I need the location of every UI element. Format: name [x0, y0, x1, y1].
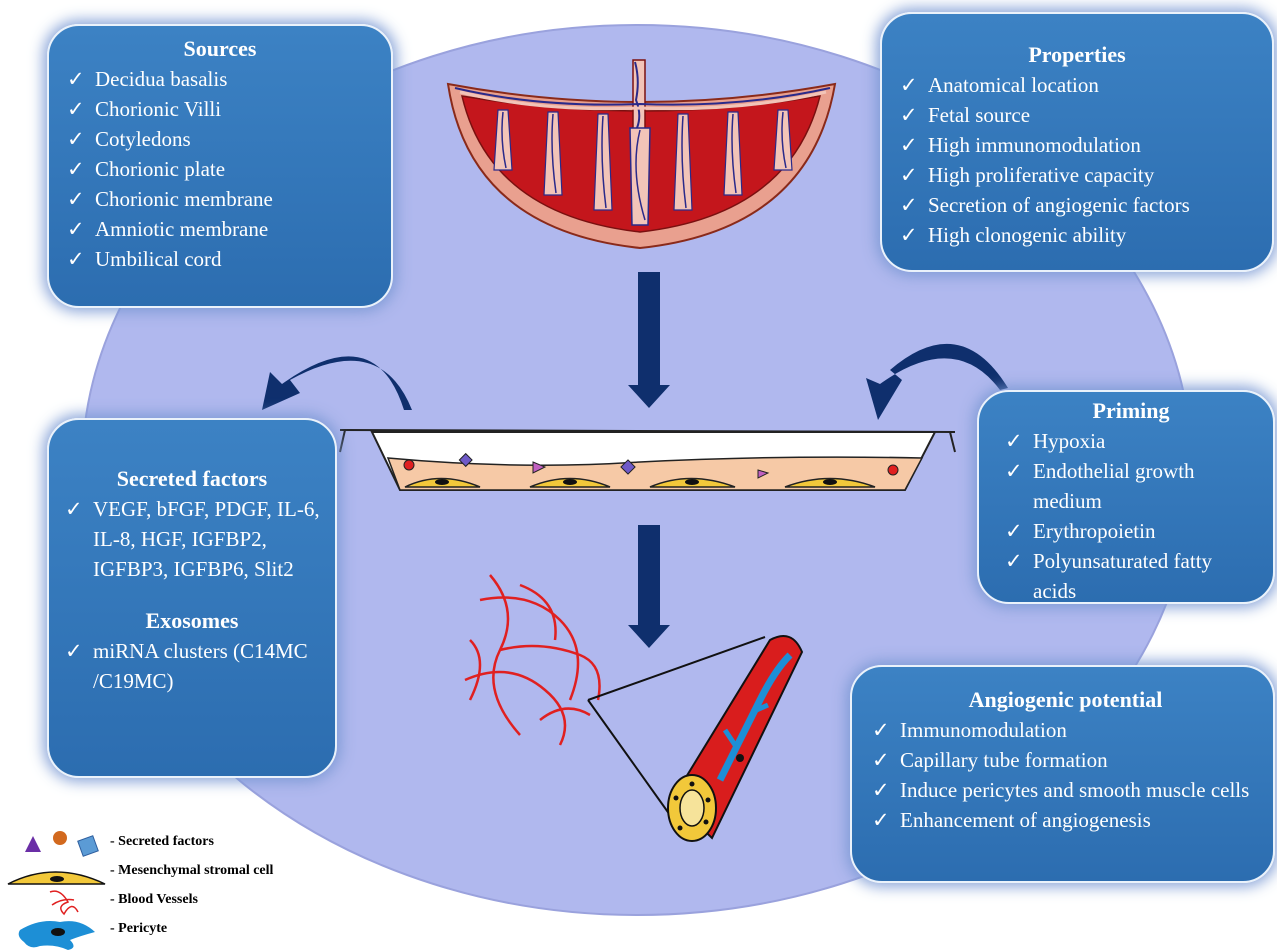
angiogenic-potential-box: Angiogenic potential ✓Immunomodulation ✓…: [850, 665, 1275, 883]
check-icon: ✓: [872, 715, 890, 745]
properties-list: ✓Anatomical location ✓Fetal source ✓High…: [898, 70, 1256, 250]
check-icon: ✓: [900, 70, 918, 100]
list-item: ✓High proliferative capacity: [898, 160, 1256, 190]
legend-label-blood-vessels: - Blood Vessels: [110, 892, 198, 908]
check-icon: ✓: [900, 220, 918, 250]
sources-title: Sources: [65, 36, 375, 62]
list-item: ✓VEGF, bFGF, PDGF, IL-6, IL-8, HGF, IGFB…: [63, 494, 321, 584]
list-item: ✓Hypoxia: [1003, 426, 1259, 456]
list-item: ✓ miRNA clusters (C14MC /C19MC): [63, 636, 321, 696]
list-item: ✓High clonogenic ability: [898, 220, 1256, 250]
legend-label-secreted-factors: - Secreted factors: [110, 834, 214, 850]
culture-dish-illustration: [340, 430, 955, 490]
priming-list: ✓Hypoxia ✓Endothelial growth medium ✓Ery…: [1003, 426, 1259, 606]
check-icon: ✓: [67, 94, 85, 124]
check-icon: ✓: [67, 184, 85, 214]
check-icon: ✓: [67, 124, 85, 154]
list-item: ✓Immunomodulation: [870, 715, 1261, 745]
check-icon: ✓: [900, 160, 918, 190]
check-icon: ✓: [872, 745, 890, 775]
priming-title: Priming: [1003, 398, 1259, 424]
check-icon: ✓: [67, 244, 85, 274]
list-item: ✓Polyunsaturated fatty acids: [1003, 546, 1259, 606]
list-item: ✓Chorionic membrane: [65, 184, 375, 214]
legend-label-msc: - Mesenchymal stromal cell: [110, 863, 273, 879]
check-icon: ✓: [65, 494, 83, 524]
secreted-factors-list: ✓VEGF, bFGF, PDGF, IL-6, IL-8, HGF, IGFB…: [63, 494, 321, 584]
secreted-factors-box: Secreted factors ✓VEGF, bFGF, PDGF, IL-6…: [47, 418, 337, 778]
list-item: ✓Anatomical location: [898, 70, 1256, 100]
list-item: ✓Erythropoietin: [1003, 516, 1259, 546]
list-item: ✓Chorionic Villi: [65, 94, 375, 124]
legend-label-pericyte: - Pericyte: [110, 921, 167, 937]
check-icon: ✓: [872, 775, 890, 805]
list-item: ✓Capillary tube formation: [870, 745, 1261, 775]
angiogenic-potential-list: ✓Immunomodulation ✓Capillary tube format…: [870, 715, 1261, 835]
check-icon: ✓: [67, 64, 85, 94]
check-icon: ✓: [1005, 456, 1023, 486]
exosomes-title: Exosomes: [63, 608, 321, 634]
check-icon: ✓: [872, 805, 890, 835]
list-item: ✓Chorionic plate: [65, 154, 375, 184]
list-item: ✓Enhancement of angiogenesis: [870, 805, 1261, 835]
check-icon: ✓: [65, 636, 83, 666]
check-icon: ✓: [900, 190, 918, 220]
check-icon: ✓: [1005, 546, 1023, 576]
check-icon: ✓: [1005, 516, 1023, 546]
list-item: ✓Decidua basalis: [65, 64, 375, 94]
list-item: ✓Umbilical cord: [65, 244, 375, 274]
properties-title: Properties: [898, 42, 1256, 68]
properties-box: Properties ✓Anatomical location ✓Fetal s…: [880, 12, 1274, 272]
check-icon: ✓: [1005, 426, 1023, 456]
list-item: ✓Cotyledons: [65, 124, 375, 154]
check-icon: ✓: [67, 154, 85, 184]
secreted-factors-title: Secreted factors: [63, 466, 321, 492]
exosomes-list: ✓ miRNA clusters (C14MC /C19MC): [63, 636, 321, 696]
check-icon: ✓: [900, 130, 918, 160]
list-item: ✓Endothelial growth medium: [1003, 456, 1259, 516]
sources-box: Sources ✓Decidua basalis ✓Chorionic Vill…: [47, 24, 393, 308]
list-item: ✓High immunomodulation: [898, 130, 1256, 160]
legend: - Secreted factors - Mesenchymal stromal…: [0, 825, 330, 950]
sources-list: ✓Decidua basalis ✓Chorionic Villi ✓Cotyl…: [65, 64, 375, 274]
list-item: ✓Induce pericytes and smooth muscle cell…: [870, 775, 1261, 805]
list-item: ✓Fetal source: [898, 100, 1256, 130]
list-item: ✓Secretion of angiogenic factors: [898, 190, 1256, 220]
priming-box: Priming ✓Hypoxia ✓Endothelial growth med…: [977, 390, 1275, 604]
check-icon: ✓: [67, 214, 85, 244]
check-icon: ✓: [900, 100, 918, 130]
angiogenic-potential-title: Angiogenic potential: [870, 687, 1261, 713]
list-item: ✓Amniotic membrane: [65, 214, 375, 244]
